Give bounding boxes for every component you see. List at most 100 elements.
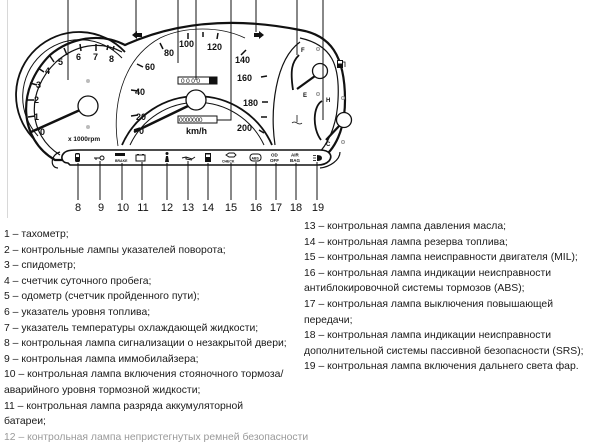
legend-item-10: 10 – контрольная лампа включения стояноч… xyxy=(4,369,284,381)
speed-tick-0: 0 xyxy=(139,126,144,136)
abs-label: ABS xyxy=(252,157,260,161)
legend-item-16: 16 – контрольная лампа индикации неиспра… xyxy=(304,267,552,279)
legend-item-17-cont: передачи; xyxy=(304,314,353,326)
tach-tick-3: 3 xyxy=(36,80,41,90)
speed-tick-180: 180 xyxy=(243,98,258,108)
tach-hub xyxy=(77,95,99,117)
legend-item-14: 14 – контрольная лампа резерва топлива; xyxy=(304,236,508,248)
tach-unit-label: x 1000rpm xyxy=(68,136,100,143)
door-open-icon xyxy=(75,153,80,162)
callout-14: 14 xyxy=(202,202,214,214)
callout-17: 17 xyxy=(270,202,282,214)
legend-item-15: 15 – контрольная лампа неисправности дви… xyxy=(304,252,578,264)
speed-tick-160: 160 xyxy=(237,73,252,83)
speed-tick-140: 140 xyxy=(235,55,250,65)
brake-icon: BRAKE xyxy=(115,153,128,163)
fuel-needle xyxy=(296,75,316,90)
turn-signal-right-icon xyxy=(254,31,264,39)
legend-item-19: 19 – контрольная лампа включения дальнег… xyxy=(304,361,579,373)
fuel-pump-icon xyxy=(337,60,346,68)
speed-needle xyxy=(133,104,189,134)
tach-tick-2: 2 xyxy=(34,95,39,105)
bottom-callout-lines xyxy=(77,161,318,200)
od-off-icon: OD OFF xyxy=(270,153,279,164)
callout-15: 15 xyxy=(225,202,237,214)
legend-item-2: 2 – контрольные лампы указателей поворот… xyxy=(4,244,226,256)
coolant-temp-icon xyxy=(291,115,303,125)
legend-item-11-cont: батареи; xyxy=(4,416,46,428)
brake-label: BRAKE xyxy=(115,159,128,163)
legend-item-3: 3 – спидометр; xyxy=(4,260,76,272)
legend-item-9: 9 – контрольная лампа иммобилайзера; xyxy=(4,353,199,365)
tach-tick-7: 7 xyxy=(93,52,98,62)
speed-tick-100: 100 xyxy=(179,39,194,49)
od-label: OD xyxy=(271,153,279,158)
callout-10: 10 xyxy=(117,202,129,214)
callout-13: 13 xyxy=(182,202,194,214)
image-border xyxy=(7,0,8,218)
cluster-housing xyxy=(25,21,347,162)
turn-signal-left-icon xyxy=(132,31,142,39)
check-label: CHECK xyxy=(222,160,235,164)
legend-item-11: 11 – контрольная лампа разряда аккумулят… xyxy=(4,400,244,412)
callout-8: 8 xyxy=(75,202,81,214)
speedometer: 0 20 40 60 80 100 120 140 160 180 200 00… xyxy=(115,28,273,147)
speed-unit-label: km/h xyxy=(186,126,207,136)
callout-19: 19 xyxy=(312,202,324,214)
temp-cold-label: C xyxy=(326,142,331,148)
fuel-hub xyxy=(311,62,329,80)
legend-item-7: 7 – указатель температуры охлаждающей жи… xyxy=(4,322,259,334)
speed-tick-120: 120 xyxy=(207,42,222,52)
callout-16: 16 xyxy=(250,202,262,214)
temp-needle xyxy=(325,124,341,141)
airbag-icon: AIR BAG xyxy=(290,153,300,164)
high-beam-icon xyxy=(313,155,322,161)
legend-left-column: 1 – тахометр; 2 – контрольные лампы указ… xyxy=(4,227,309,445)
fuel-full-label: F xyxy=(301,48,305,54)
instrument-cluster-diagram: 0 1 2 3 4 5 6 7 8 x 1000rpm xyxy=(15,0,353,214)
warning-lamp-panel: BRAKE CHECK ABS xyxy=(51,149,341,169)
legend-item-16-cont: антиблокировочной системы тормозов (ABS)… xyxy=(304,283,525,295)
tach-tick-0: 0 xyxy=(40,127,45,137)
speed-tick-40: 40 xyxy=(135,87,145,97)
oil-pressure-icon xyxy=(181,156,196,161)
immobilizer-key-icon xyxy=(94,155,105,161)
speed-tick-80: 80 xyxy=(164,48,174,58)
tachometer: 0 1 2 3 4 5 6 7 8 x 1000rpm xyxy=(15,31,126,143)
legend-item-6: 6 – указатель уровня топлива; xyxy=(4,306,151,318)
speed-tick-20: 20 xyxy=(136,112,146,122)
off-label: OFF xyxy=(270,158,279,163)
legend-right-column: 13 – контрольная лампа давления масла; 1… xyxy=(304,219,600,375)
fuel-temp-gauge: F E H C xyxy=(272,41,353,148)
seatbelt-icon xyxy=(165,152,169,162)
legend-item-17: 17 – контрольная лампа выключения повыша… xyxy=(304,298,554,310)
speed-hub xyxy=(185,89,207,111)
tach-tick-5: 5 xyxy=(58,57,63,67)
speed-tick-200: 200 xyxy=(237,123,252,133)
legend-item-12: 12 – контрольная лампа непристегнутых ре… xyxy=(4,431,309,443)
legend-item-18-cont: дополнительной системы пассивной безопас… xyxy=(304,345,584,357)
callout-11: 11 xyxy=(137,202,148,214)
legend-item-10-cont: аварийного уровня тормозной жидкости; xyxy=(4,384,201,396)
bag-label: BAG xyxy=(290,158,300,163)
fuel-empty-label: E xyxy=(303,93,307,99)
legend-item-5: 5 – одометр (счетчик пройденного пути); xyxy=(4,291,200,303)
legend-item-8: 8 – контрольная лампа сигнализации о нез… xyxy=(4,338,287,350)
legend-item-18: 18 – контрольная лампа индикации неиспра… xyxy=(304,330,552,342)
abs-icon: ABS xyxy=(249,153,262,162)
battery-icon xyxy=(135,154,146,162)
legend-item-1: 1 – тахометр; xyxy=(4,229,69,240)
air-label: AIR xyxy=(291,153,300,158)
tach-tick-4: 4 xyxy=(45,66,50,76)
fuel-reserve-icon xyxy=(205,153,211,162)
callout-12: 12 xyxy=(161,202,173,214)
top-callout-lines xyxy=(67,0,324,121)
check-engine-icon: CHECK xyxy=(222,152,237,164)
callout-18: 18 xyxy=(290,202,302,214)
temp-hot-label: H xyxy=(326,98,330,104)
tach-tick-6: 6 xyxy=(76,52,81,62)
legend-item-4: 4 – счетчик суточного пробега; xyxy=(4,275,152,287)
speed-tick-60: 60 xyxy=(145,62,155,72)
trip-counter-value: 0000 xyxy=(181,78,201,85)
odometer-value: 0000000 xyxy=(179,117,203,124)
